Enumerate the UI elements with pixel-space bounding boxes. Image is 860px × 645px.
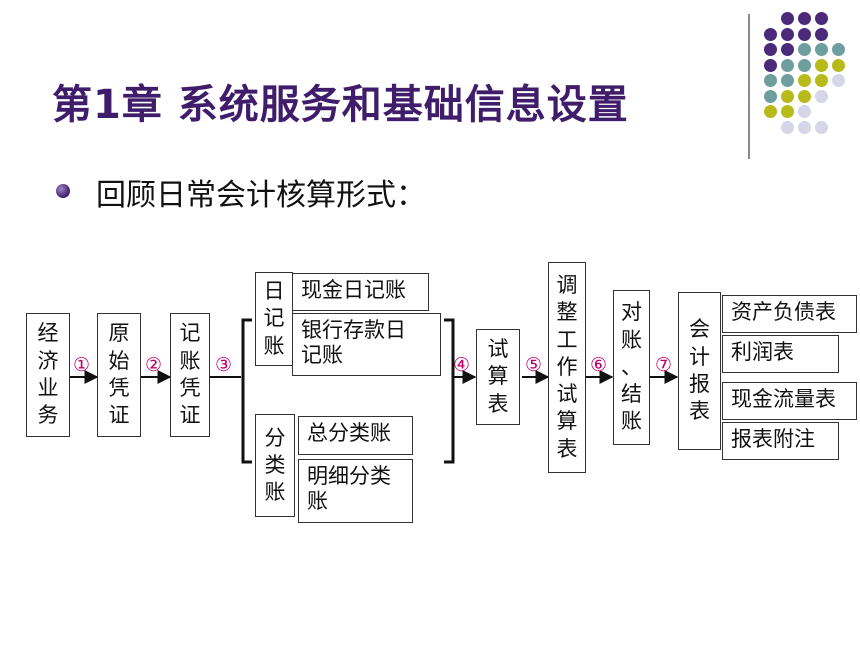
slide-subtitle: 回顾日常会计核算形式： bbox=[96, 178, 426, 213]
decor-dot bbox=[781, 43, 794, 56]
decor-dot bbox=[798, 105, 811, 118]
decor-dot bbox=[815, 27, 828, 41]
step-6-marker: ⑥ bbox=[590, 354, 608, 376]
decor-dot bbox=[798, 58, 811, 72]
decor-dot bbox=[815, 58, 828, 72]
decor-dot bbox=[781, 12, 794, 25]
decor-dot bbox=[764, 27, 777, 41]
merge-bracket bbox=[444, 318, 455, 464]
decor-dot bbox=[781, 89, 794, 103]
decor-dot bbox=[781, 74, 794, 87]
node-bank-journal: 银行存款日 记账 bbox=[292, 313, 441, 376]
decor-dot bbox=[815, 74, 828, 87]
node-report-notes: 报表附注 bbox=[722, 422, 839, 460]
slide-title: 第1章 系统服务和基础信息设置 bbox=[52, 82, 629, 128]
node-journal: 日记账 bbox=[255, 272, 293, 366]
split-bracket bbox=[241, 318, 252, 464]
node-accounting-voucher: 记账凭证 bbox=[170, 313, 210, 437]
decor-dot bbox=[815, 89, 828, 103]
decor-dot bbox=[798, 12, 811, 25]
decor-dot bbox=[764, 105, 777, 118]
node-detail-ledger: 明细分类 账 bbox=[298, 459, 413, 523]
decor-dot bbox=[798, 89, 811, 103]
decor-dot bbox=[764, 43, 777, 56]
node-financial-reports: 会计报表 bbox=[678, 292, 721, 450]
divider-line bbox=[748, 14, 750, 159]
node-ledger: 分类账 bbox=[255, 414, 295, 517]
decor-dot bbox=[815, 43, 828, 56]
node-original-voucher: 原始凭证 bbox=[97, 313, 141, 437]
decor-dot bbox=[815, 120, 828, 134]
decor-dot bbox=[832, 43, 845, 56]
decor-dot bbox=[832, 74, 845, 87]
decor-dot bbox=[764, 58, 777, 72]
node-general-ledger: 总分类账 bbox=[298, 416, 413, 455]
decor-dot bbox=[781, 27, 794, 41]
step-5-marker: ⑤ bbox=[525, 354, 543, 376]
step-1-marker: ① bbox=[73, 354, 91, 376]
node-economic-business: 经济业务 bbox=[26, 313, 70, 437]
decor-dot bbox=[764, 74, 777, 87]
decor-dot bbox=[798, 43, 811, 56]
step-3-marker: ③ bbox=[215, 354, 233, 376]
node-trial-balance: 试算表 bbox=[476, 329, 520, 425]
decorative-dots bbox=[764, 12, 854, 142]
step-7-marker: ⑦ bbox=[655, 354, 673, 376]
step-4-marker: ④ bbox=[453, 354, 471, 376]
decor-dot bbox=[781, 120, 794, 134]
node-adjusted-worksheet: 调整工作试算表 bbox=[548, 262, 586, 473]
decor-dot bbox=[798, 27, 811, 41]
decor-dot bbox=[764, 89, 777, 103]
bullet-icon bbox=[56, 184, 70, 198]
step-2-marker: ② bbox=[145, 354, 163, 376]
node-income-statement: 利润表 bbox=[722, 335, 839, 373]
node-cash-flow-statement: 现金流量表 bbox=[722, 382, 857, 420]
node-reconcile-close: 对账、结账 bbox=[613, 290, 650, 445]
node-balance-sheet: 资产负债表 bbox=[722, 295, 857, 333]
decor-dot bbox=[798, 120, 811, 134]
decor-dot bbox=[832, 58, 845, 72]
decor-dot bbox=[781, 58, 794, 72]
decor-dot bbox=[781, 105, 794, 118]
decor-dot bbox=[815, 12, 828, 25]
node-cash-journal: 现金日记账 bbox=[292, 273, 429, 311]
decor-dot bbox=[798, 74, 811, 87]
